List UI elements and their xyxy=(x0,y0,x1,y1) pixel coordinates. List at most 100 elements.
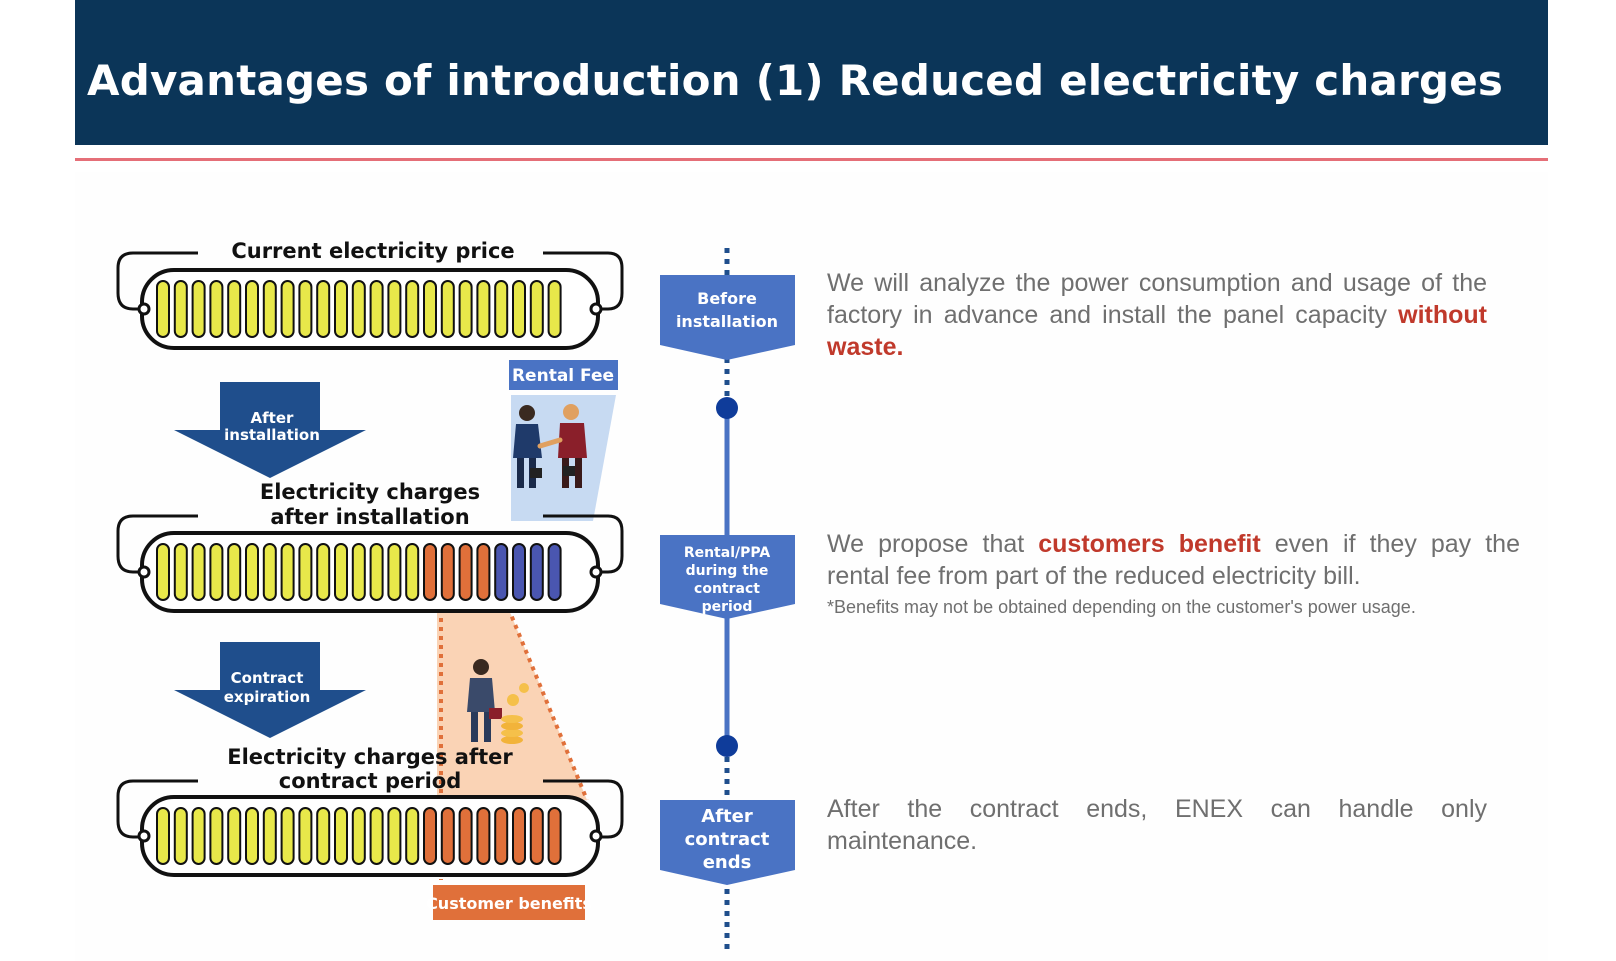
timeline-dot-end xyxy=(716,735,738,757)
battery-cell xyxy=(387,807,402,865)
battery-cell xyxy=(369,543,384,601)
stage-after-contract xyxy=(660,800,795,885)
arrow1-label-2: installation xyxy=(224,426,320,444)
battery-cell xyxy=(405,280,420,338)
battery-cell xyxy=(262,807,277,865)
battery-cell xyxy=(512,807,526,865)
battery-cell xyxy=(227,807,242,865)
description-rental-ppa: We propose that customers benefit even i… xyxy=(827,528,1520,618)
businessman-coins-icon xyxy=(467,659,529,744)
desc2-text-post: even if they pay the rental fee from par… xyxy=(827,530,1520,590)
battery-cell xyxy=(529,807,544,865)
battery-cell xyxy=(173,280,188,338)
desc1-text: We will analyze the power consumption an… xyxy=(827,269,1487,329)
battery-cell xyxy=(476,280,491,338)
battery-cell xyxy=(298,807,313,865)
desc3-text: After the contract ends, ENEX can handle… xyxy=(827,795,1487,855)
after-installation-label-2: after installation xyxy=(270,505,469,529)
battery-cell xyxy=(423,280,437,338)
battery-cell xyxy=(280,543,295,601)
battery-cell xyxy=(316,280,331,338)
battery-cell xyxy=(262,543,277,601)
battery-cell xyxy=(512,543,526,601)
battery-cell xyxy=(458,543,473,601)
battery-cell xyxy=(494,807,509,865)
battery-cell xyxy=(156,280,170,338)
bar-after-installation xyxy=(116,514,624,613)
battery-cell xyxy=(547,807,562,865)
battery-cell xyxy=(547,280,562,338)
desc2-emphasis: customers benefit xyxy=(1038,530,1261,558)
battery-cell xyxy=(209,280,224,338)
battery-cell xyxy=(173,543,188,601)
handshake-people-icon xyxy=(513,404,587,488)
battery-cell xyxy=(440,280,455,338)
battery-cell xyxy=(262,280,277,338)
battery-cell xyxy=(440,807,455,865)
arrow-after-installation xyxy=(174,382,366,478)
arrow-contract-expiration xyxy=(174,642,366,738)
header-bar: Advantages of introduction (1) Reduced e… xyxy=(75,0,1548,145)
battery-cell xyxy=(227,280,242,338)
stage3-label-2: contract xyxy=(685,829,770,850)
battery-cell xyxy=(245,280,259,338)
arrow2-label-2: expiration xyxy=(224,688,311,706)
battery-cell xyxy=(494,280,509,338)
battery-cell xyxy=(476,543,491,601)
after-installation-label-1: Electricity charges xyxy=(260,480,480,504)
battery-cell xyxy=(369,807,384,865)
description-after-contract: After the contract ends, ENEX can handle… xyxy=(827,793,1487,857)
battery-cell xyxy=(280,280,295,338)
stage-rental-ppa xyxy=(660,535,795,619)
battery-cell xyxy=(245,543,259,601)
stage2-label-1: Rental/PPA xyxy=(684,545,771,561)
battery-cell xyxy=(351,543,366,601)
rental-fee-label: Rental Fee xyxy=(512,366,614,386)
after-contract-label-1: Electricity charges after xyxy=(227,745,513,769)
battery-cell xyxy=(405,807,420,865)
description-before-installation: We will analyze the power consumption an… xyxy=(827,267,1487,363)
battery-cell xyxy=(209,807,224,865)
battery-cell xyxy=(316,807,331,865)
timeline-dot-start xyxy=(716,397,738,419)
battery-cell xyxy=(387,280,402,338)
bar-current xyxy=(116,251,624,350)
after-contract-label-2: contract period xyxy=(279,769,461,793)
battery-cell xyxy=(423,543,437,601)
battery-cell xyxy=(547,543,562,601)
battery-cell xyxy=(458,807,473,865)
stage-before-installation xyxy=(660,275,795,360)
battery-cell xyxy=(298,280,313,338)
battery-cell xyxy=(494,543,509,601)
battery-cell xyxy=(280,807,295,865)
page-title: Advantages of introduction (1) Reduced e… xyxy=(87,56,1504,105)
battery-cell xyxy=(173,807,188,865)
battery-cell xyxy=(334,280,348,338)
header-underline xyxy=(75,158,1548,161)
stage3-label-3: ends xyxy=(703,852,752,873)
battery-cell xyxy=(156,807,170,865)
rental-fee-tag xyxy=(509,360,618,390)
battery-cell xyxy=(369,280,384,338)
battery-cell xyxy=(529,280,544,338)
desc2-text-pre: We propose that xyxy=(827,530,1039,558)
stage3-label-1: After xyxy=(701,806,753,827)
stage1-label-2: installation xyxy=(676,312,778,331)
battery-cell xyxy=(512,280,526,338)
arrow2-label-1: Contract xyxy=(231,669,304,687)
stage2-label-2: during the xyxy=(686,563,769,579)
desc2-note: *Benefits may not be obtained depending … xyxy=(827,597,1416,617)
battery-cell xyxy=(351,807,366,865)
battery-cell xyxy=(476,807,491,865)
benefits-dotted-right xyxy=(503,599,589,801)
stage1-label-1: Before xyxy=(697,289,757,308)
battery-cell xyxy=(351,280,366,338)
desc1-emphasis: without waste. xyxy=(827,301,1487,361)
battery-cell xyxy=(423,807,437,865)
customer-benefits-tag xyxy=(433,885,585,920)
battery-cell xyxy=(191,807,206,865)
battery-cell xyxy=(227,543,242,601)
customer-benefits-label: Customer benefits xyxy=(426,894,592,913)
battery-cell xyxy=(334,807,348,865)
